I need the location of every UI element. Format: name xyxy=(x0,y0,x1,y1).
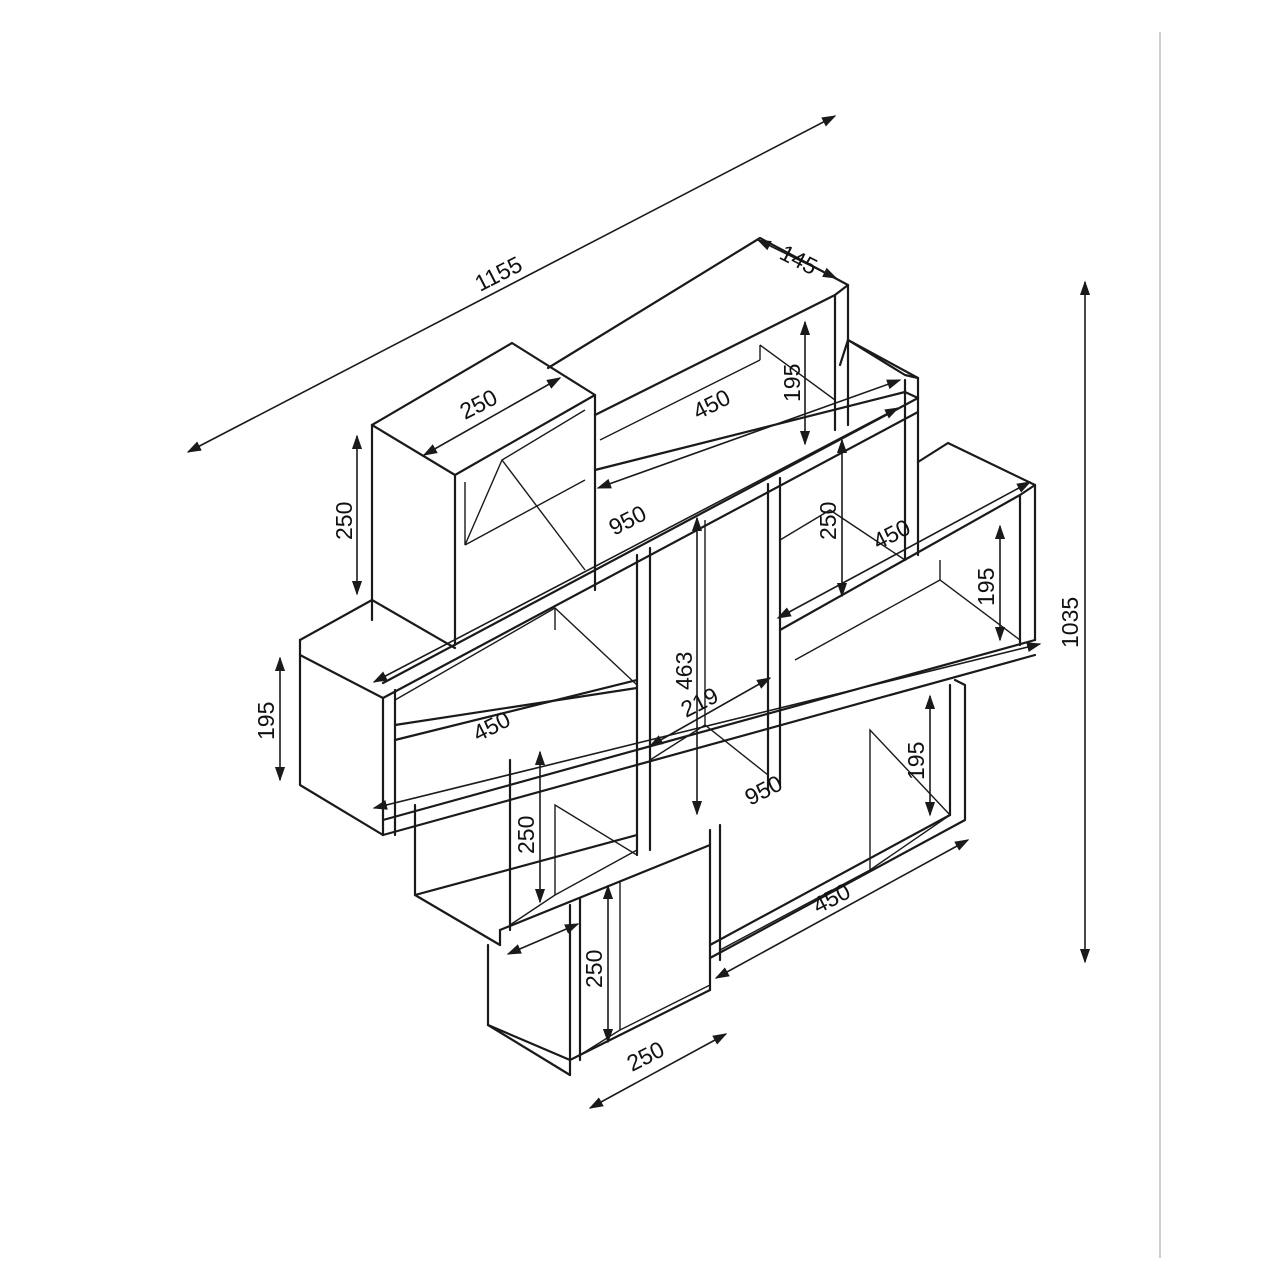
dim-line-right-upper-shelf xyxy=(776,481,1032,619)
bottom-box xyxy=(486,882,712,1077)
dim-line-overall-width xyxy=(186,115,837,453)
label-lower-right-height: 195 xyxy=(903,742,929,780)
label-overall-width: 1155 xyxy=(470,251,526,297)
label-depth: 145 xyxy=(776,239,822,280)
far-right-box xyxy=(778,441,1037,661)
label-right-box-height: 195 xyxy=(973,568,999,606)
label-bottom-box-height: 250 xyxy=(581,950,607,988)
label-upper-long-shelf: 950 xyxy=(604,500,650,541)
lower-right-box xyxy=(708,678,967,992)
label-top-shelf: 450 xyxy=(688,384,734,425)
dim-line-lower-shelf-left xyxy=(506,923,580,955)
dim-line-bottom-box-width xyxy=(588,1033,728,1109)
label-center-height: 463 xyxy=(671,652,697,690)
label-top-box-width: 250 xyxy=(455,384,501,425)
dim-line-top-shelf xyxy=(596,379,902,489)
label-overall-height: 1035 xyxy=(1057,597,1083,648)
label-left-box-height: 195 xyxy=(253,702,279,740)
label-lower-left-height: 250 xyxy=(513,816,539,854)
left-box xyxy=(298,607,639,837)
dim-line-depth xyxy=(756,239,838,279)
dimension-lines xyxy=(186,115,1091,1109)
label-right-upper-height: 250 xyxy=(815,502,841,540)
label-top-box-height: 250 xyxy=(331,502,357,540)
label-top-right-height: 195 xyxy=(779,364,805,402)
label-bottom-box-width: 250 xyxy=(622,1036,668,1077)
dim-line-left-shelf xyxy=(372,642,1042,810)
dim-line-bottom-shelf xyxy=(714,839,970,979)
shelf-outline xyxy=(298,236,1037,1077)
dim-line-upper-long-shelf xyxy=(372,407,900,683)
dimension-labels: 1155 1035 145 250 250 450 195 950 250 45… xyxy=(253,239,1083,1076)
